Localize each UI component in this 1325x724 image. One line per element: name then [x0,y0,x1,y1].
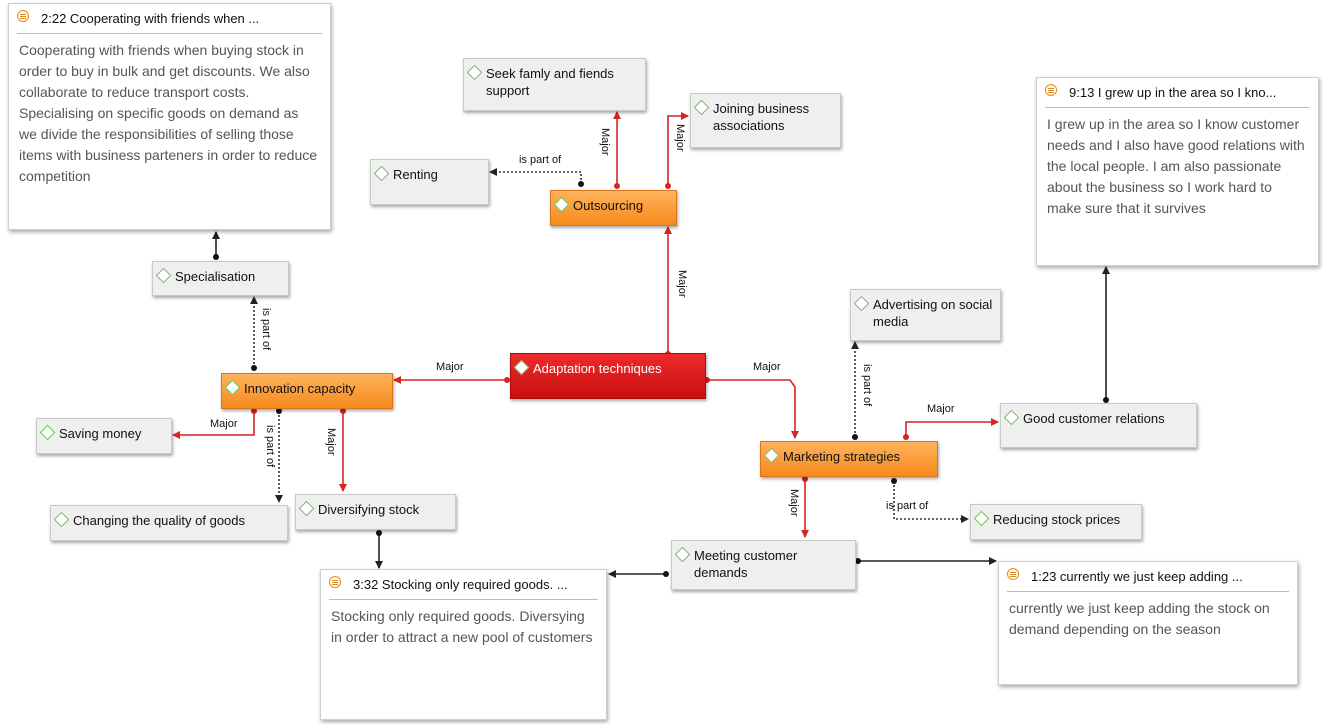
edge-outsourcing-renting [489,168,582,184]
edge-label-is-part-of: is part of [260,308,272,351]
code-advertising-social-media[interactable]: Advertising on social media [850,289,1001,341]
edge-marketing-reducing [893,481,969,523]
edge-label-major: Major [599,128,611,156]
edge-label-major: Major [325,428,337,456]
code-joining-business-associations[interactable]: Joining business associations [690,93,841,148]
quotation-title: 2:22 Cooperating with friends when ... [41,11,260,26]
quotation-header: 3:32 Stocking only required goods. ... [329,570,598,600]
code-label: Saving money [59,426,142,441]
quotation-3-32[interactable]: 3:32 Stocking only required goods. ... S… [320,569,607,720]
code-label: Outsourcing [573,198,644,213]
code-label: Innovation capacity [244,381,356,396]
quotation-title: 3:32 Stocking only required goods. ... [353,577,568,592]
quotation-icon [329,576,341,588]
code-label: Adaptation techniques [533,361,662,376]
edge-adaptation-marketing [707,379,799,439]
code-label: Reducing stock prices [993,512,1121,527]
edge-label-major: Major [436,361,464,373]
quotation-text: Cooperating with friends when buying sto… [19,42,318,184]
edge-label-major: Major [753,361,781,373]
code-outsourcing[interactable]: Outsourcing [550,190,677,226]
code-diamond-icon [373,165,390,182]
edge-outsourcing-joining [667,112,689,186]
code-label: Seek famly and fiends support [486,66,614,98]
code-specialisation[interactable]: Specialisation [152,261,289,296]
code-label: Joining business associations [713,101,810,133]
code-label: Diversifying stock [318,502,420,517]
code-diamond-icon [553,196,570,213]
code-diamond-icon [693,99,710,116]
code-diamond-icon [466,64,483,81]
code-diamond-icon [1003,409,1020,426]
code-marketing-strategies[interactable]: Marketing strategies [760,441,938,477]
quotation-header: 9:13 I grew up in the area so I kno... [1045,78,1310,108]
quotation-header: 1:23 currently we just keep adding ... [1007,562,1289,592]
code-label: Good customer relations [1023,411,1165,426]
edge-label-major: Major [927,403,955,415]
edge-label-is-part-of: is part of [519,154,562,166]
code-diamond-icon [674,546,691,563]
code-meeting-customer-demands[interactable]: Meeting customer demands [671,540,856,590]
edge-label-is-part-of: is part of [861,364,873,407]
code-diamond-icon [224,379,241,396]
quotation-header: 2:22 Cooperating with friends when ... [17,4,322,34]
edge-marketing-customer [905,418,999,437]
code-renting[interactable]: Renting [370,159,489,205]
code-diamond-icon [973,510,990,527]
code-adaptation-techniques[interactable]: Adaptation techniques [510,353,706,399]
quotation-text: I grew up in the area so I know customer… [1047,116,1305,216]
code-label: Renting [393,167,438,182]
code-seek-family-support[interactable]: Seek famly and fiends support [463,58,646,111]
code-diamond-icon [853,295,870,312]
code-label: Specialisation [175,269,256,284]
quotation-2-22[interactable]: 2:22 Cooperating with friends when ... C… [8,3,331,230]
edge-label-is-part-of: is part of [264,425,276,468]
code-diversifying-stock[interactable]: Diversifying stock [295,494,456,530]
quotation-1-23[interactable]: 1:23 currently we just keep adding ... c… [998,561,1298,685]
quotation-9-13[interactable]: 9:13 I grew up in the area so I kno... I… [1036,77,1319,266]
code-diamond-icon [53,511,70,528]
edge-label-major: Major [788,489,800,517]
code-saving-money[interactable]: Saving money [36,418,172,454]
code-innovation-capacity[interactable]: Innovation capacity [221,373,393,409]
quotation-text: currently we just keep adding the stock … [1009,600,1270,637]
quotation-title: 9:13 I grew up in the area so I kno... [1069,85,1277,100]
edge-label-is-part-of: is part of [886,500,929,512]
code-diamond-icon [39,424,56,441]
edge-label-major: Major [674,124,686,152]
code-label: Advertising on social media [873,297,993,329]
edge-innovation-saving [172,411,255,439]
quotation-icon [1007,568,1019,580]
code-diamond-icon [298,500,315,517]
quotation-icon [1045,84,1057,96]
code-reducing-stock-prices[interactable]: Reducing stock prices [970,504,1142,540]
code-diamond-icon [763,447,780,464]
code-changing-quality-of-goods[interactable]: Changing the quality of goods [50,505,288,541]
edge-label-major: Major [676,270,688,298]
code-label: Meeting customer demands [694,548,798,580]
quotation-icon [17,10,29,22]
code-label: Marketing strategies [783,449,901,464]
code-diamond-icon [513,359,530,376]
quotation-title: 1:23 currently we just keep adding ... [1031,569,1243,584]
code-label: Changing the quality of goods [73,513,246,528]
code-diamond-icon [155,267,172,284]
code-good-customer-relations[interactable]: Good customer relations [1000,403,1197,448]
edge-label-major: Major [210,418,238,430]
quotation-text: Stocking only required goods. Diversying… [331,608,593,645]
